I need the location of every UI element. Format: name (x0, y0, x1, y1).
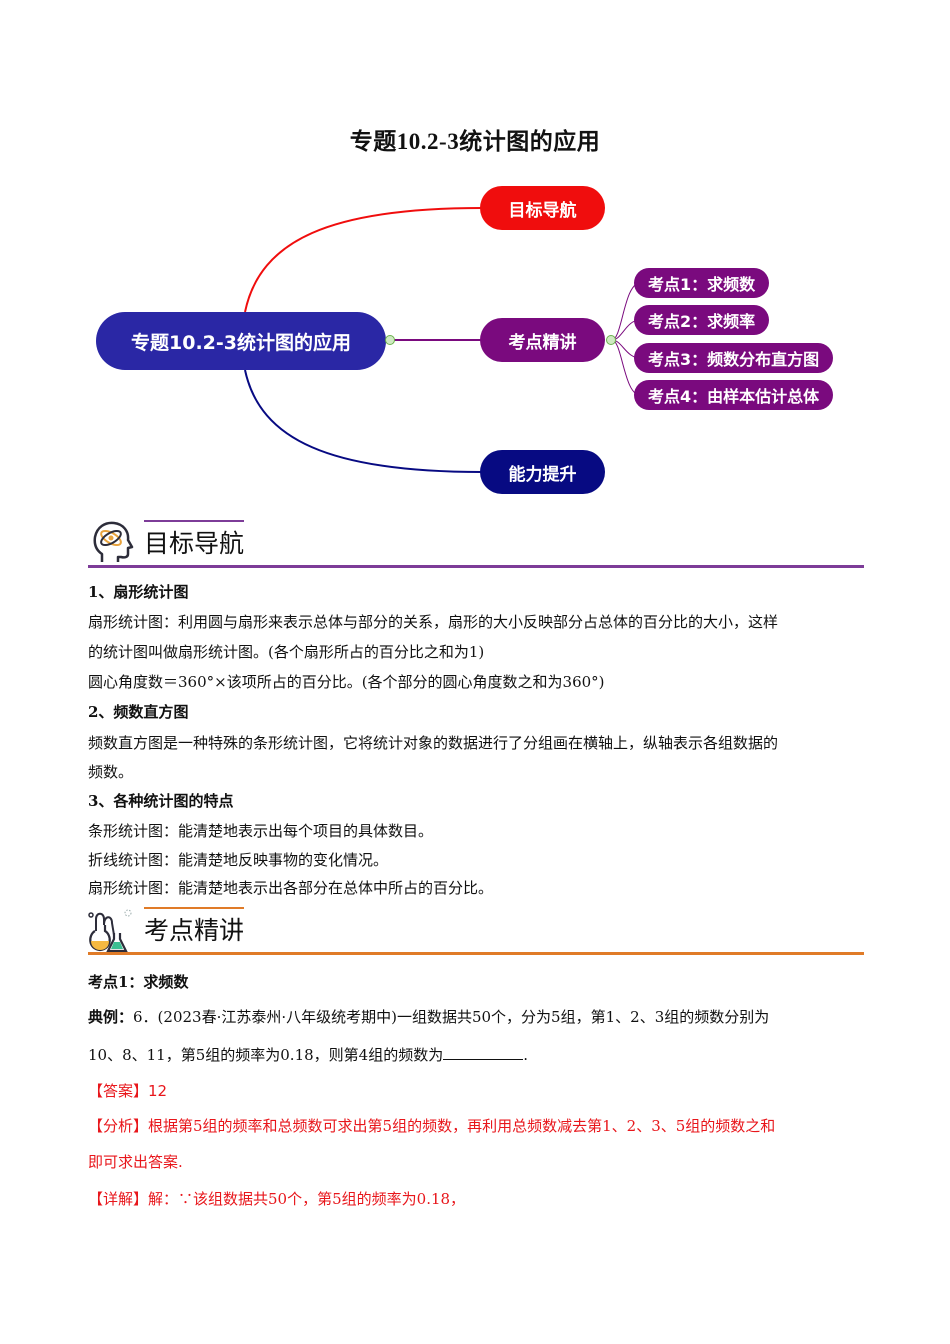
mindmap-leaf-point-2[interactable]: 考点2：求频率 (634, 305, 770, 335)
section-title: 目标导航 (144, 529, 245, 558)
answer-line: 【答案】12 (88, 1076, 868, 1106)
lab-flask-icon (88, 909, 132, 953)
example-line-2: 10、8、11，第5组的频率为0.18，则第4组的频数为. (88, 1040, 868, 1070)
example-end: . (523, 1046, 528, 1064)
page-title: 专题10.2-3统计图的应用 (349, 129, 601, 154)
example-text: 10、8、11，第5组的频率为0.18，则第4组的频数为 (88, 1046, 444, 1064)
mindmap-node-key-points[interactable]: 考点精讲 (480, 318, 605, 362)
answer-value: 12 (148, 1082, 168, 1100)
paragraph: 的统计图叫做扇形统计图。(各个扇形所占的百分比之和为1) (88, 643, 485, 661)
paragraph: 扇形统计图：能清楚地表示出各部分在总体中所占的百分比。 (88, 879, 494, 897)
detail-label: 【详解】 (88, 1190, 149, 1208)
subheading: 考点1：求频数 (88, 973, 189, 991)
mindmap-leaf-point-1[interactable]: 考点1：求频数 (634, 268, 770, 298)
paragraph: 圆心角度数＝360°×该项所占的百分比。(各个部分的圆心角度数之和为360°) (88, 673, 605, 691)
mindmap-node-ability[interactable]: 能力提升 (480, 450, 605, 494)
section-divider (88, 565, 864, 568)
mindmap-root-node[interactable]: 专题10.2-3统计图的应用 (96, 312, 386, 370)
section-divider (88, 952, 864, 955)
mindmap-leaf-point-3[interactable]: 考点3：频数分布直方图 (634, 343, 834, 373)
section-header-key-points: 考点精讲 (88, 905, 864, 955)
answer-blank (443, 1043, 524, 1060)
mindmap-node-goal[interactable]: 目标导航 (480, 186, 605, 230)
subheading: 3、各种统计图的特点 (88, 792, 234, 810)
detail-text: 解：∵该组数据共50个，第5组的频率为0.18， (148, 1190, 466, 1208)
detail-line: 【详解】解：∵该组数据共50个，第5组的频率为0.18， (88, 1184, 868, 1214)
header-overline (144, 907, 244, 909)
header-overline (144, 520, 244, 522)
subheading: 1、扇形统计图 (88, 583, 189, 601)
collapse-toggle-icon[interactable] (385, 335, 395, 345)
section-header-goal: 目标导航 (88, 518, 864, 568)
example-label: 典例： (88, 1008, 134, 1026)
analysis-line-1: 【分析】根据第5组的频率和总频数可求出第5组的频数，再利用总频数减去第1、2、3… (88, 1111, 868, 1141)
example-text: 6．(2023春·江苏泰州·八年级统考期中)一组数据共50个，分为5组，第1、2… (133, 1008, 770, 1026)
subheading: 2、频数直方图 (88, 703, 189, 721)
paragraph: 频数直方图是一种特殊的条形统计图，它将统计对象的数据进行了分组画在横轴上，纵轴表… (88, 734, 779, 752)
analysis-label: 【分析】 (88, 1117, 149, 1135)
mindmap-leaf-point-4[interactable]: 考点4：由样本估计总体 (634, 380, 834, 410)
example-line-1: 典例：6．(2023春·江苏泰州·八年级统考期中)一组数据共50个，分为5组，第… (88, 1002, 868, 1032)
paragraph: 条形统计图：能清楚地表示出每个项目的具体数目。 (88, 822, 434, 840)
paragraph: 折线统计图：能清楚地反映事物的变化情况。 (88, 851, 389, 869)
paragraph: 扇形统计图：利用圆与扇形来表示总体与部分的关系，扇形的大小反映部分占总体的百分比… (88, 613, 779, 631)
section-title: 考点精讲 (144, 916, 245, 945)
analysis-line-2: 即可求出答案. (88, 1153, 183, 1171)
paragraph: 频数。 (88, 763, 134, 781)
answer-label: 【答案】 (88, 1082, 149, 1100)
collapse-toggle-icon[interactable] (606, 335, 616, 345)
analysis-text: 根据第5组的频率和总频数可求出第5组的频数，再利用总频数减去第1、2、3、5组的… (148, 1117, 776, 1135)
head-atom-icon (93, 521, 134, 562)
mindmap-connectors (244, 207, 641, 473)
